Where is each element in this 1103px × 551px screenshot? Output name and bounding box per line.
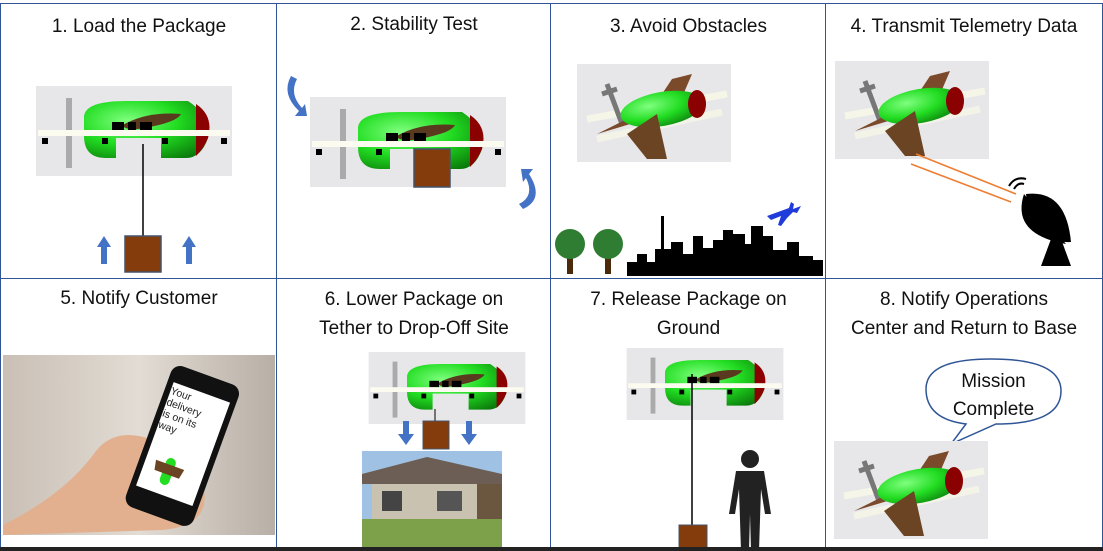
- telemetry-link: [910, 163, 1012, 203]
- bottom-bar: [0, 547, 1103, 551]
- title-line: 8. Notify Operations: [880, 289, 1048, 310]
- rotate-arrow-icon: [287, 76, 307, 116]
- up-arrow-icon: [182, 236, 196, 264]
- panel-title: 4. Transmit Telemetry Data: [850, 16, 1078, 37]
- title-line: Center and Return to Base: [850, 318, 1078, 339]
- panel-title: 2. Stability Test: [350, 14, 478, 35]
- panel-title: 3. Avoid Obstacles: [609, 16, 768, 37]
- rotate-arrow-icon: [519, 169, 536, 209]
- panel-notify-customer: 5. Notify Customer Your delivery is on i…: [0, 278, 278, 550]
- house-photo: [362, 451, 502, 549]
- drone-iso-view: [834, 441, 988, 539]
- panel-title: 1. Load the Package: [51, 16, 227, 37]
- title-line: 7. Release Package on: [590, 289, 787, 310]
- panel-title: 7. Release Package on Ground: [551, 285, 826, 343]
- release-scene: [678, 374, 771, 549]
- stability-overlay: [287, 76, 536, 209]
- down-arrow-icon: [461, 421, 477, 445]
- city-skyline: [627, 216, 823, 276]
- panel-title: 5. Notify Customer: [60, 288, 218, 309]
- panel-release-package: 7. Release Package on Ground: [550, 278, 827, 550]
- title-line: 6. Lower Package on: [324, 289, 504, 310]
- panel-lower-package: 6. Lower Package on Tether to Drop-Off S…: [276, 278, 552, 550]
- package-box: [124, 235, 162, 273]
- obstacles-scene: [555, 202, 823, 276]
- title-line: Tether to Drop-Off Site: [319, 318, 509, 339]
- phone-photo: Your delivery is on its way: [3, 355, 275, 535]
- panel-transmit-telemetry: 4. Transmit Telemetry Data: [825, 3, 1103, 280]
- telemetry-link: [915, 153, 1017, 195]
- speech-bubble-text: Mission Complete: [931, 368, 1056, 424]
- panel-title: 6. Lower Package on Tether to Drop-Off S…: [277, 285, 551, 343]
- speech-bubble: [925, 358, 1062, 446]
- panel-load-package: 1. Load the Package: [0, 3, 278, 280]
- bubble-line: Complete: [952, 399, 1035, 420]
- package-box: [422, 420, 450, 450]
- panel-stability-test: 2. Stability Test: [276, 3, 552, 280]
- package-box: [678, 524, 708, 549]
- tree-icon: [593, 229, 623, 274]
- panel-notify-operations: 8. Notify Operations Center and Return t…: [825, 278, 1103, 550]
- panel-avoid-obstacles: 3. Avoid Obstacles: [550, 3, 827, 280]
- hand-holding-phone: [3, 365, 240, 535]
- lowering-scene: [362, 409, 502, 549]
- down-arrow-icon: [398, 421, 414, 445]
- title-line: Ground: [656, 318, 721, 339]
- up-arrow-icon: [97, 236, 111, 264]
- person-silhouette-icon: [729, 450, 771, 549]
- airplane-icon: [767, 202, 801, 226]
- tree-icon: [555, 229, 585, 274]
- satellite-dish-icon: [1008, 177, 1071, 266]
- package-box: [413, 148, 451, 188]
- bubble-line: Mission: [961, 371, 1026, 392]
- tether-and-package: [97, 144, 196, 273]
- panel-title: 8. Notify Operations Center and Return t…: [826, 285, 1102, 343]
- telemetry-scene: [910, 153, 1071, 266]
